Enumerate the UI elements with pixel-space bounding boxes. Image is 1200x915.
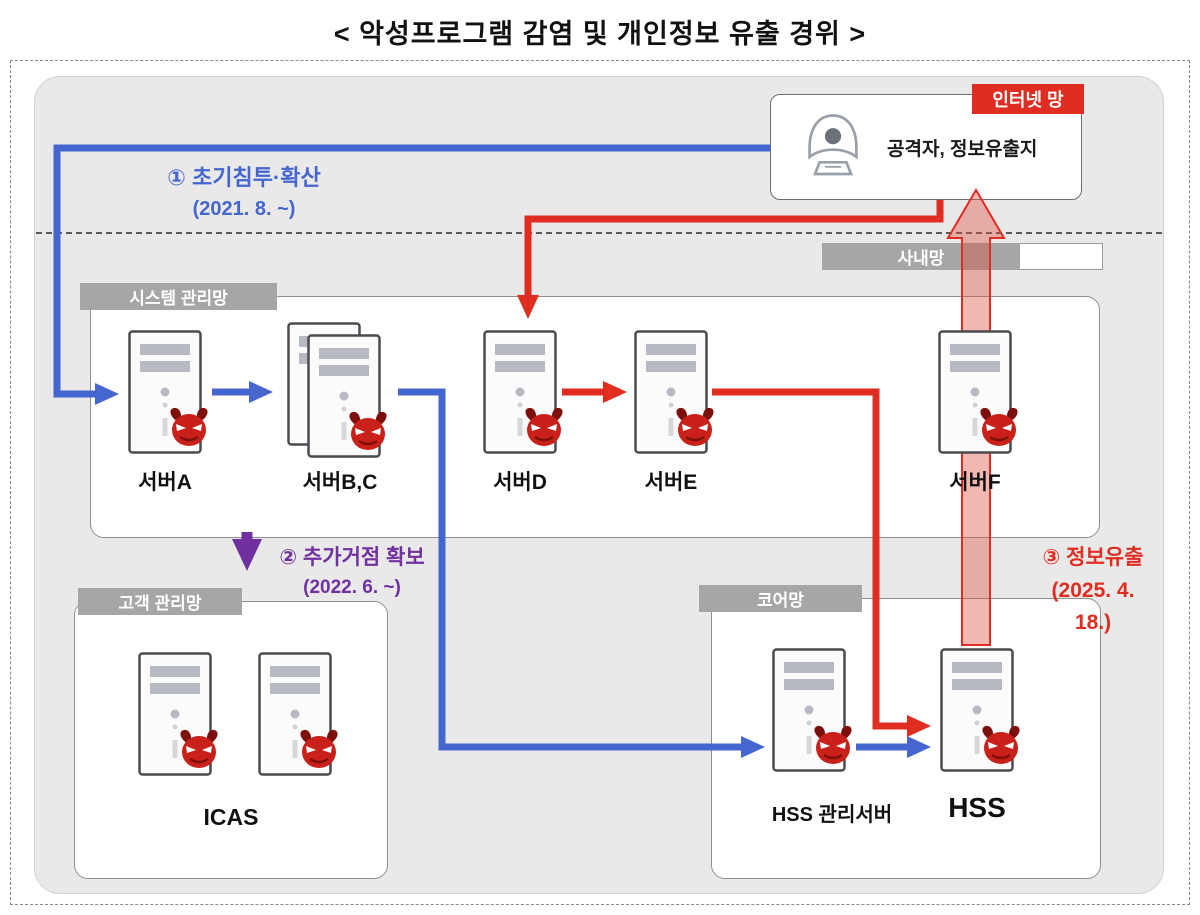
hss-label: HSS <box>948 792 1006 823</box>
icas-server-1 <box>138 652 212 776</box>
malware-devil-icon <box>345 410 391 452</box>
server-d-label: 서버D <box>493 471 547 494</box>
intranet-badge: 사내망 <box>822 243 1020 270</box>
icas-label: ICAS <box>203 804 259 830</box>
customer-mgmt-zone <box>74 601 388 879</box>
step3-title: ③ 정보유출 <box>1042 546 1144 569</box>
malware-devil-icon <box>166 406 212 448</box>
step3-annotation: ③ 정보유출 (2025. 4. 18.) <box>1018 542 1168 640</box>
core-zone <box>711 598 1101 879</box>
step2-date: (2022. 6. ~) <box>303 577 401 598</box>
system-mgmt-badge: 시스템 관리망 <box>80 283 277 310</box>
server-f <box>938 330 1012 454</box>
hss-mgmt-label: HSS 관리서버 <box>771 804 893 826</box>
step2-title: ② 추가거점 확보 <box>279 546 425 569</box>
step1-date: (2021. 8. ~) <box>192 198 296 220</box>
core-badge: 코어망 <box>699 585 862 612</box>
zone-separator-line <box>36 232 1162 234</box>
customer-mgmt-badge: 고객 관리망 <box>78 588 242 615</box>
internet-zone-badge: 인터넷 망 <box>972 84 1084 114</box>
icas-server-2 <box>258 652 332 776</box>
malware-devil-icon <box>296 728 342 770</box>
page-title: < 악성프로그램 감염 및 개인정보 유출 경위 > <box>333 19 867 49</box>
malware-devil-icon <box>978 724 1024 766</box>
malware-devil-icon <box>810 724 856 766</box>
server-a-label: 서버A <box>138 471 192 494</box>
outer-boundary <box>10 60 1190 905</box>
server-bc <box>287 322 383 460</box>
malware-devil-icon <box>176 728 222 770</box>
malware-devil-icon <box>976 406 1022 448</box>
step3-date-2: 18.) <box>1074 611 1112 635</box>
malware-devil-icon <box>521 406 567 448</box>
hss-mgmt-server <box>772 648 846 772</box>
step2-annotation: ② 추가거점 확보 (2022. 6. ~) <box>262 541 442 599</box>
malware-devil-icon <box>672 406 718 448</box>
server-d <box>483 330 557 454</box>
attacker-label: 공격자, 정보유출지 <box>887 138 1038 160</box>
server-e <box>634 330 708 454</box>
server-bc-label: 서버B,C <box>302 471 378 494</box>
step1-title: ① 초기침투·확산 <box>167 165 321 190</box>
step1-annotation: ① 초기침투·확산 (2021. 8. ~) <box>118 160 370 221</box>
server-a <box>128 330 202 454</box>
hss-server <box>940 648 1014 772</box>
hacker-icon <box>797 109 869 185</box>
server-e-label: 서버E <box>644 471 698 494</box>
server-f-label: 서버F <box>949 471 1001 494</box>
step3-date-1: (2025. 4. <box>1051 578 1135 602</box>
